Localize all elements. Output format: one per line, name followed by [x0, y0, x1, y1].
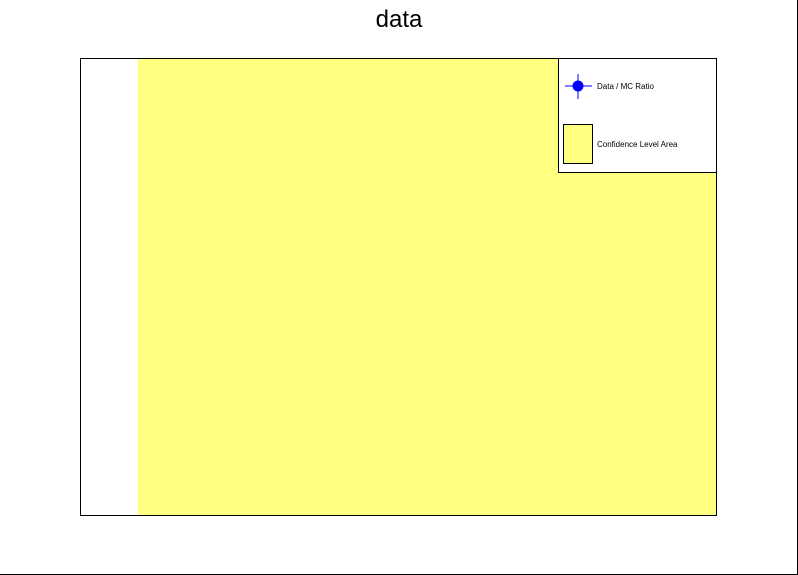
chart-title: data: [375, 6, 423, 33]
plot-frame: [80, 58, 717, 516]
legend-area-swatch: [563, 124, 593, 164]
legend-item-ratio: Data / MC Ratio: [565, 74, 654, 99]
legend-item-area: Confidence Level Area: [563, 124, 678, 164]
legend-ratio-marker: [572, 80, 584, 92]
legend: Data / MC Ratio Confidence Level Area: [558, 58, 717, 173]
legend-area-label: Confidence Level Area: [597, 140, 678, 149]
legend-ratio-label: Data / MC Ratio: [597, 82, 654, 91]
